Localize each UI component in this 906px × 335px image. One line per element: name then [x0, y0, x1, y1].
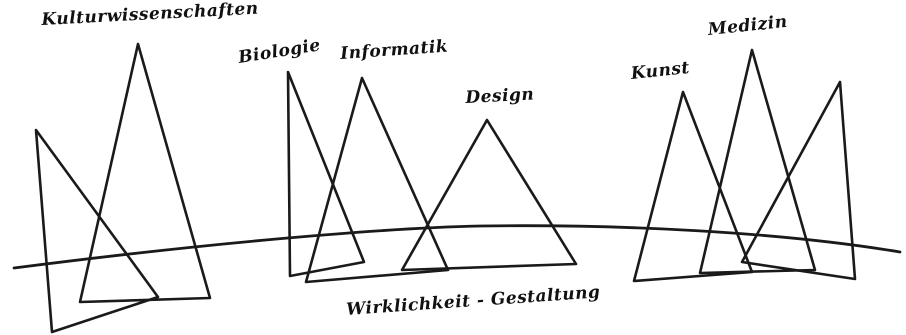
triangle-informatik	[306, 78, 448, 282]
triangle-biologie	[288, 72, 364, 276]
label-design: Design	[465, 84, 535, 108]
triangle-kulturwissenschaften	[80, 44, 210, 302]
triangle-design	[402, 120, 576, 270]
triangle-right	[742, 82, 855, 279]
horizon-curve	[14, 226, 900, 268]
